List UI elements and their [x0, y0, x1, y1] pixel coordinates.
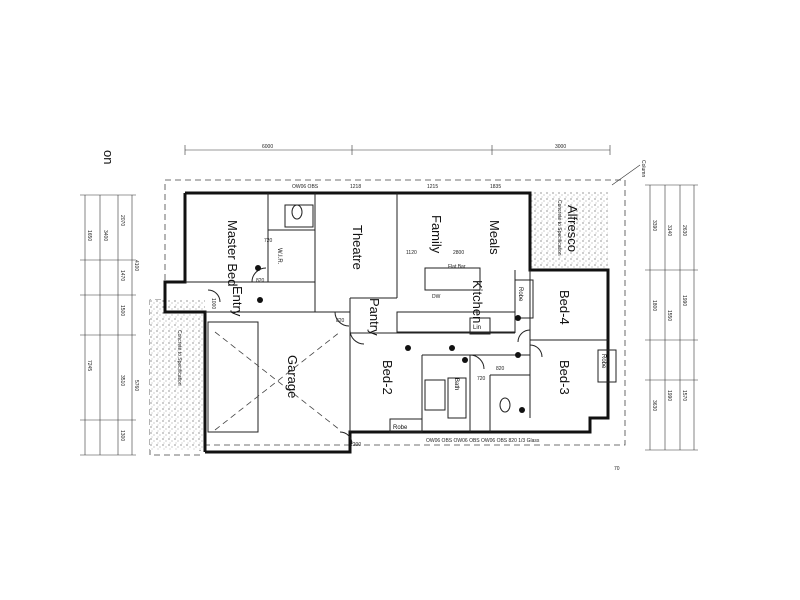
- column-leader: [611, 164, 641, 186]
- left-dim-6: 1300: [119, 430, 125, 441]
- room-bath: Bath: [453, 378, 459, 390]
- left-dim-8: 7245: [86, 360, 92, 371]
- external-walls: [163, 191, 610, 454]
- room-family: Family: [429, 215, 444, 254]
- kitchen-island: [424, 267, 481, 291]
- right-dim-2: 2630: [681, 225, 687, 236]
- room-labels: Master Bed Theatre Family Meals Alfresco…: [176, 200, 606, 431]
- ensuite-vanity: [284, 204, 314, 228]
- dim-1120: 1120: [406, 250, 417, 256]
- robe-bed4-box: [514, 279, 534, 319]
- room-linen: Lin: [473, 325, 481, 331]
- bottom-note: OW06 OBS OW06 OBS OW06 OBS 820 1/3 Glass: [426, 438, 540, 444]
- room-pantry: Pantry: [367, 298, 382, 336]
- top-note: OW06 OBS: [292, 184, 319, 190]
- top-dimension-lines: 6000 3000: [184, 144, 611, 155]
- robe-bed3-box: [597, 349, 617, 383]
- right-dim-8: 3630: [651, 400, 657, 411]
- door-820-a: 820: [256, 278, 265, 284]
- right-dim-3: 1990: [681, 295, 687, 306]
- garage-car-outline: [207, 321, 259, 433]
- door-820-b: 820: [336, 318, 345, 324]
- bath-tub: [424, 379, 446, 411]
- left-dimension-ladder: 1650 3400 2070 1470 1500 3510 1300 4100 …: [80, 194, 139, 456]
- door-820-c: 820: [496, 366, 505, 372]
- left-dim-5: 3510: [119, 375, 125, 386]
- right-dim-6: 1990: [666, 390, 672, 401]
- left-dim-7: 4100: [133, 260, 139, 271]
- door-1200: 1200: [350, 442, 361, 448]
- left-dim-0: 1650: [86, 230, 92, 241]
- room-robe-bed2: Robe: [393, 425, 408, 431]
- room-entry: Entry: [230, 286, 245, 317]
- door-1000: 1000: [210, 298, 216, 309]
- dim-2800: 2800: [453, 250, 464, 256]
- left-dim-9: 5760: [133, 380, 139, 391]
- room-master-bed: Master Bed: [225, 220, 240, 286]
- dw-label: DW: [432, 294, 441, 300]
- robe-bed2-box: [389, 418, 423, 433]
- alfresco-note: Concrete to Specification: [556, 200, 562, 256]
- right-dim-5: 1570: [681, 390, 687, 401]
- room-meals: Meals: [487, 220, 502, 255]
- room-kitchen: Kitchen: [470, 280, 485, 323]
- dim-3000: 3000: [555, 144, 566, 150]
- right-dim-4: 1550: [666, 310, 672, 321]
- right-dim-0: 3390: [651, 220, 657, 231]
- internal-walls: [185, 193, 608, 432]
- dim-1218: 1218: [350, 184, 361, 190]
- room-robe-bed4: Robe: [517, 287, 523, 302]
- flat-bar-label: Flat Bar: [448, 264, 466, 270]
- door-720-b: 720: [477, 376, 486, 382]
- left-dim-1: 3400: [102, 230, 108, 241]
- column-label: Column: [640, 160, 646, 177]
- alfresco-area: [530, 192, 608, 270]
- dim-1835: 1835: [490, 184, 501, 190]
- driveway-note: Concrete to Specification: [176, 330, 182, 386]
- door-swings: [207, 267, 543, 445]
- margin-on: on: [101, 150, 116, 164]
- room-garage: Garage: [285, 355, 300, 398]
- bath-vanity: [447, 377, 467, 419]
- right-dimension-ladder: 3390 3140 2630 1990 1550 1570 1990 1800 …: [645, 184, 698, 451]
- right-dim-1: 3140: [666, 225, 672, 236]
- annotations: OW06 OBS OW06 OBS OW06 OBS OW06 OBS 820 …: [210, 184, 620, 472]
- kitchen-bench: [396, 311, 516, 333]
- linen-box: [469, 317, 491, 335]
- dim-6000: 6000: [262, 144, 273, 150]
- room-alfresco: Alfresco: [565, 205, 580, 252]
- bath-toilet: [499, 397, 511, 413]
- room-theatre: Theatre: [350, 225, 365, 270]
- toilet: [291, 204, 303, 220]
- room-bed4: Bed-4: [557, 290, 572, 325]
- margin-text: on: [101, 150, 116, 164]
- room-bed2: Bed-2: [380, 360, 395, 395]
- light-fittings: [255, 265, 525, 413]
- left-dim-4: 1500: [119, 305, 125, 316]
- left-dim-3: 1470: [119, 270, 125, 281]
- room-robe-bed3: Robe: [600, 354, 606, 369]
- door-720-a: 720: [264, 238, 273, 244]
- right-dim-7: 1800: [651, 300, 657, 311]
- room-wir: W.I.R.: [276, 248, 282, 265]
- dim-1215: 1215: [427, 184, 438, 190]
- room-bed3: Bed-3: [557, 360, 572, 395]
- left-dim-2: 2070: [119, 215, 125, 226]
- page-number: 70: [614, 466, 620, 472]
- driveway-area: [150, 300, 205, 450]
